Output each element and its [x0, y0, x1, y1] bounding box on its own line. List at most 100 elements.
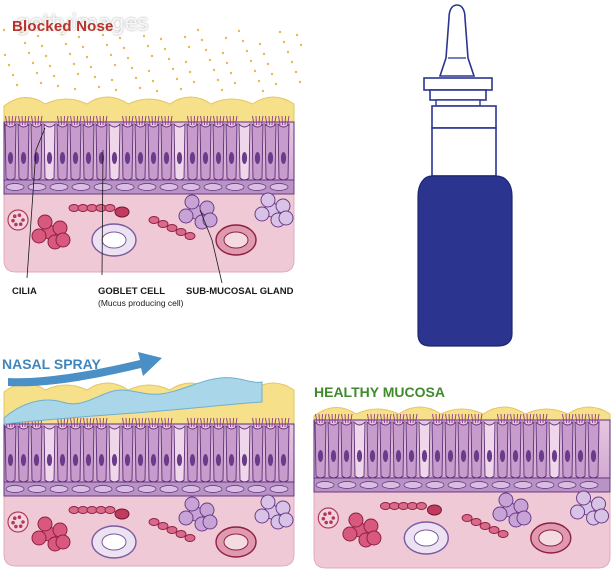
- mucus-particle: [241, 39, 245, 43]
- cilium: [281, 417, 283, 428]
- lymph-chain: [397, 502, 409, 510]
- basal-cell: [247, 485, 267, 493]
- cilium: [135, 115, 138, 126]
- nasal-spray-bottle-icon: [417, 4, 513, 347]
- cilium: [193, 417, 195, 428]
- cilium: [187, 417, 190, 428]
- basal-cell: [203, 183, 223, 191]
- basal-cell: [225, 485, 245, 493]
- cell-nucleus: [408, 449, 415, 462]
- cell-nucleus: [434, 449, 441, 462]
- cell-nucleus: [85, 453, 92, 466]
- submucosal-gland: [178, 208, 194, 224]
- cilium: [523, 413, 526, 424]
- mucus-particle: [204, 48, 208, 52]
- cilium: [63, 417, 65, 428]
- cilium: [261, 417, 264, 428]
- cilium: [258, 417, 260, 428]
- lymph-chain: [406, 502, 418, 510]
- cilium: [287, 417, 290, 428]
- cilium: [187, 115, 190, 126]
- cell-nucleus: [137, 151, 144, 164]
- submucosal-gland: [37, 516, 53, 532]
- cell-nucleus: [525, 449, 532, 462]
- cilium: [76, 417, 78, 428]
- cilium: [274, 115, 277, 126]
- basal-cell: [469, 481, 489, 489]
- cilium: [383, 413, 385, 424]
- submucosal-gland: [184, 194, 200, 210]
- cilium: [432, 413, 435, 424]
- cilium: [274, 417, 277, 428]
- lymph-chain: [379, 502, 391, 510]
- cilium: [318, 413, 320, 424]
- mucus-particle: [294, 70, 298, 74]
- cilium: [79, 417, 82, 428]
- mucus-particle: [245, 49, 249, 53]
- submucosal-gland: [342, 526, 358, 542]
- lymph-chain: [166, 526, 178, 534]
- submucosa: [3, 191, 295, 273]
- cell-nucleus: [369, 449, 376, 462]
- cilium: [57, 115, 60, 126]
- cilium: [536, 413, 539, 424]
- basal-cell: [71, 183, 91, 191]
- mucus-particle: [237, 29, 241, 33]
- lymph-chain: [148, 216, 160, 224]
- cell-nucleus: [215, 151, 222, 164]
- cell-nucleus: [150, 151, 157, 164]
- mucus-particle: [253, 69, 257, 73]
- cilium: [206, 115, 208, 126]
- cell-nucleus: [280, 151, 287, 164]
- basal-cell: [315, 481, 335, 489]
- mucus-particle: [68, 52, 72, 56]
- submucosal-gland: [260, 494, 276, 510]
- basal-cell: [269, 183, 289, 191]
- mucus-particle: [298, 80, 302, 84]
- cilium: [255, 115, 257, 126]
- basal-cell: [93, 485, 113, 493]
- cell-nucleus: [46, 453, 53, 466]
- submucosal-gland: [254, 508, 270, 524]
- mucus-particle: [147, 69, 151, 73]
- cilium: [331, 413, 333, 424]
- cilium: [21, 115, 23, 126]
- mucus-particle: [196, 28, 200, 32]
- cell-nucleus: [163, 453, 170, 466]
- cell-nucleus: [564, 449, 571, 462]
- cell-nucleus: [7, 453, 14, 466]
- mucus-particle: [278, 30, 282, 34]
- cell-nucleus: [33, 453, 40, 466]
- cilium: [83, 417, 86, 428]
- basal-cell: [159, 485, 179, 493]
- basal-cell: [225, 183, 245, 191]
- cilium: [568, 413, 570, 424]
- mucus-particle: [224, 36, 228, 40]
- mucus-particle: [155, 89, 159, 93]
- cilium: [125, 417, 127, 428]
- cilium: [190, 417, 192, 428]
- cilium: [389, 413, 392, 424]
- cell-nucleus: [137, 453, 144, 466]
- cilium: [477, 413, 479, 424]
- mucus-particle: [212, 68, 216, 72]
- cilium: [597, 413, 600, 424]
- cilium: [144, 115, 147, 126]
- lymph-chain: [479, 522, 491, 530]
- mucus-particle: [35, 71, 39, 75]
- cilium: [235, 115, 238, 126]
- cilia-label: CILIA: [12, 286, 37, 297]
- mucus-particle: [171, 67, 175, 71]
- cilium: [128, 115, 130, 126]
- cilium: [396, 413, 398, 424]
- cell-cluster: [114, 508, 130, 520]
- cilium: [328, 413, 331, 424]
- cilium: [513, 413, 515, 424]
- basal-cell: [159, 183, 179, 191]
- submucosal-gland: [37, 214, 53, 230]
- mucus-particle: [146, 44, 150, 48]
- cilium: [144, 417, 147, 428]
- cilium: [529, 413, 531, 424]
- cilium: [60, 115, 62, 126]
- cilium: [370, 413, 372, 424]
